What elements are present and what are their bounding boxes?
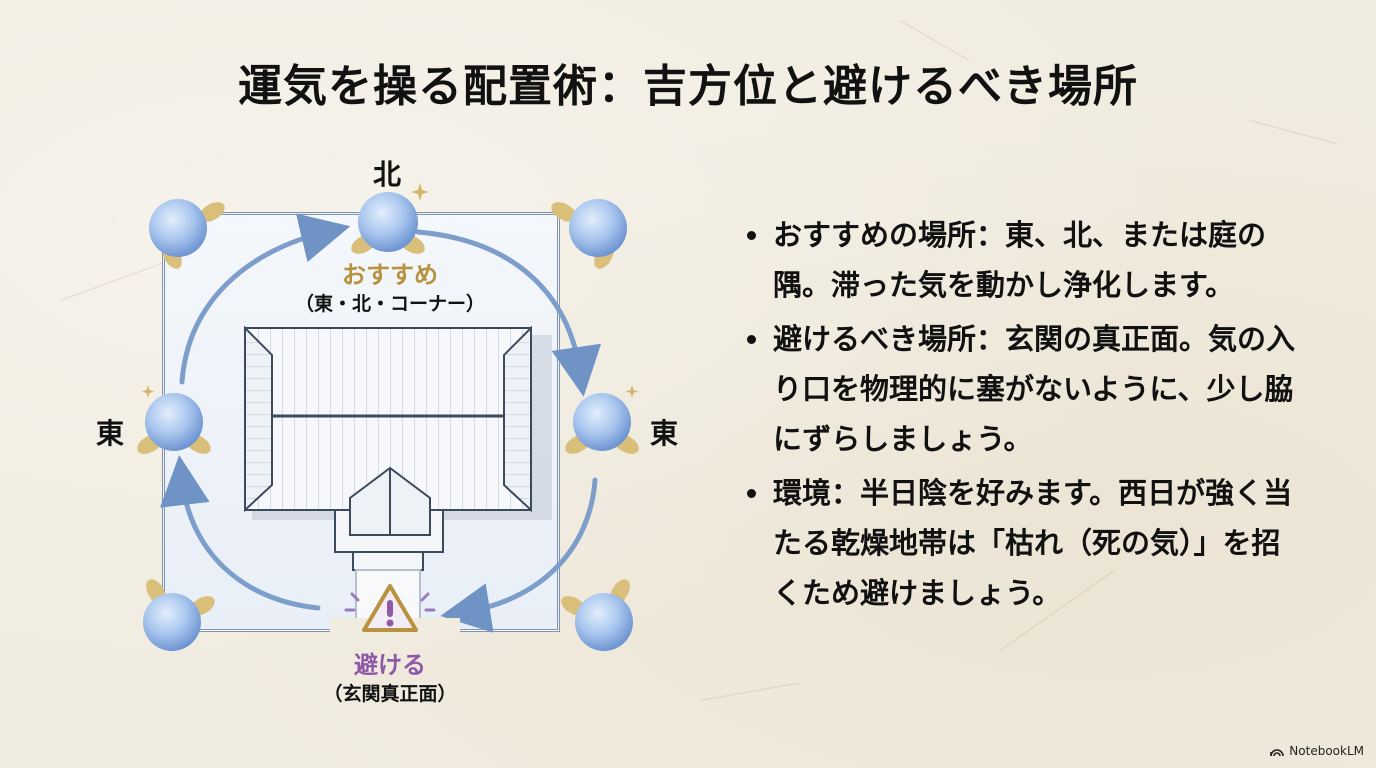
tip-recommended-location: おすすめの場所：東、北、または庭の隅。滞った気を動かし浄化します。	[745, 210, 1305, 310]
tip-avoid-location: 避けるべき場所：玄関の真正面。気の入り口を物理的に塞がないように、少し脇にずらし…	[745, 314, 1305, 464]
avoid-callout: 避ける （玄関真正面）	[280, 650, 500, 708]
bullet-dot-icon	[747, 231, 756, 240]
sparkle-icon	[141, 183, 639, 398]
entrance-porch	[334, 466, 444, 621]
bullet-dot-icon	[747, 489, 756, 498]
brand-name: NotebookLM	[1289, 744, 1364, 758]
tip-text: おすすめの場所：東、北、または庭の隅。滞った気を動かし浄化します。	[773, 218, 1267, 302]
notebooklm-logo-icon	[1270, 748, 1285, 756]
tip-text: 避けるべき場所：玄関の真正面。気の入り口を物理的に塞がないように、少し脇にずらし…	[773, 322, 1296, 456]
paper-fiber	[1249, 120, 1338, 145]
avoid-sublabel: （玄関真正面）	[323, 683, 457, 705]
direction-east-right-label: 東	[650, 417, 679, 450]
direction-east-left-label: 東	[96, 417, 125, 450]
tip-text: 環境：半日陰を好みます。西日が強く当たる乾燥地帯は「枯れ（死の気）」を招くため避…	[773, 476, 1293, 610]
tip-environment: 環境：半日陰を好みます。西日が強く当たる乾燥地帯は「枯れ（死の気）」を招くため避…	[745, 468, 1305, 618]
flow-arrow-icon	[160, 213, 602, 633]
recommended-label: おすすめ	[342, 261, 438, 289]
avoid-label: 避ける	[354, 651, 426, 679]
bullet-dot-icon	[747, 335, 756, 344]
direction-north-label: 北	[373, 158, 402, 191]
house-and-flow-graphic	[137, 183, 639, 651]
placement-tips-list: おすすめの場所：東、北、または庭の隅。滞った気を動かし浄化します。 避けるべき場…	[745, 210, 1305, 618]
warning-triangle-icon	[344, 584, 436, 632]
placement-diagram: 北 東 東	[90, 150, 700, 720]
notebooklm-watermark: NotebookLM	[1270, 744, 1364, 758]
recommended-sublabel: （東・北・コーナー）	[294, 293, 485, 315]
paper-fiber	[699, 682, 799, 701]
recommended-callout: おすすめ （東・北・コーナー）	[260, 260, 520, 318]
slide-title: 運気を操る配置術：吉方位と避けるべき場所	[238, 61, 1138, 112]
hydrangea-icon	[137, 192, 639, 651]
